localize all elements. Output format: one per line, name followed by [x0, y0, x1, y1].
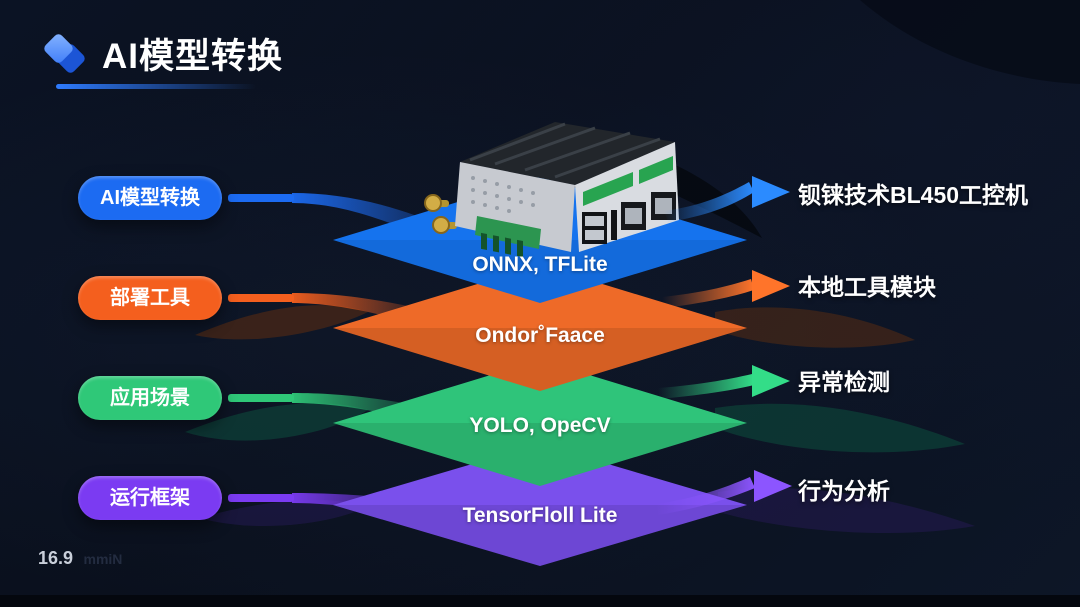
diamond-shade: [333, 505, 747, 566]
layer-label-framework: TensorFloll Lite: [462, 504, 618, 527]
decorative-swoosh: [860, 0, 1080, 84]
target-label-local-tools: 本地工具模块: [798, 274, 936, 300]
pill-connector-ribbon: [292, 193, 452, 246]
pill-connector-bar: [228, 294, 294, 302]
watermark-text: mmiN: [83, 551, 123, 567]
pill-connector-bar: [228, 194, 294, 202]
diamond-shade: [333, 328, 747, 391]
layer-label-deploy: Ondor˚Faace: [475, 324, 605, 347]
target-label-behavior: 行为分析: [798, 478, 890, 504]
title-underline: [56, 84, 256, 89]
layer-diamond-framework: [333, 444, 747, 566]
target-label-ipc: 钡铼技术BL450工控机: [798, 182, 1029, 208]
flow-arrow-head: [752, 270, 790, 302]
layer-label-scenario: YOLO, OpeCV: [469, 414, 611, 437]
layer-diamond-deploy: [333, 265, 747, 391]
pill-connector-bar: [228, 494, 294, 502]
flow-arrow-tail: [656, 477, 755, 515]
flow-arrow-tail: [658, 374, 754, 399]
layer-label-conversion: ONNX, TFLite: [472, 253, 608, 276]
pill-application-scenario: 应用场景: [78, 376, 222, 420]
decorative-swoosh: [185, 403, 368, 441]
layer-diamonds: [333, 177, 747, 566]
decorative-swoosh: [715, 403, 965, 453]
layer-diamond-scenario: [333, 360, 747, 486]
footer: 16.9 mmiN: [38, 548, 122, 569]
flow-arrow-tail: [664, 182, 754, 222]
pill-runtime-framework: 运行框架: [78, 476, 222, 520]
industrial-pc-image: [424, 122, 679, 258]
flow-arrow-head: [752, 176, 790, 208]
flow-arrow-head: [752, 365, 790, 397]
target-label-anomaly: 异常检测: [798, 369, 890, 395]
bottom-strip: [0, 595, 1080, 607]
page-title: AI模型转换: [102, 37, 284, 76]
diamond-shade: [333, 423, 747, 486]
decorative-swoosh: [195, 305, 368, 340]
flow-arrows: [656, 176, 792, 515]
decorative-swoosh: [715, 307, 915, 348]
scale-label: 16.9: [38, 548, 74, 568]
flow-arrow-tail: [662, 279, 754, 308]
decorative-swooshes: [185, 0, 1080, 534]
diamond-shade: [333, 240, 747, 303]
flow-arrow-head: [754, 470, 792, 502]
decorative-swoosh: [200, 500, 368, 527]
decorative-swoosh: [718, 487, 975, 534]
pill-model-conversion: AI模型转换: [78, 176, 222, 220]
pill-connector-bar: [228, 394, 294, 402]
pill-deploy-tools: 部署工具: [78, 276, 222, 320]
